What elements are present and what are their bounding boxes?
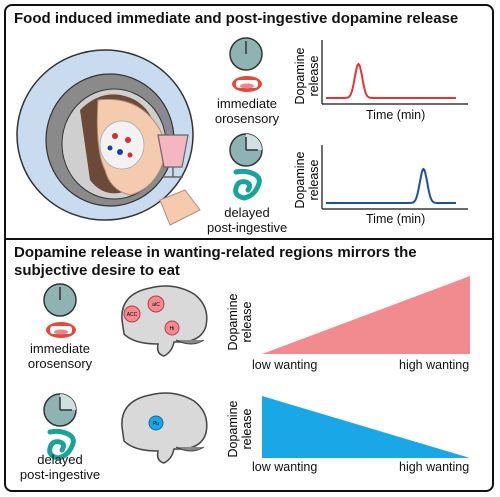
pu-label: Pu xyxy=(153,421,159,427)
clock-icon-immediate-bottom xyxy=(43,283,77,317)
orosensory-text: orosensory xyxy=(27,356,93,371)
figure-frame xyxy=(4,4,494,492)
acc-region xyxy=(147,295,165,313)
y-label-line2: release xyxy=(240,408,254,450)
drink-glass-icon xyxy=(157,100,189,178)
delayed-text: delayed xyxy=(224,205,270,220)
y-label-chart3: Dopamine release xyxy=(226,282,254,362)
immediate-label-top: immediate orosensory xyxy=(207,96,287,126)
y-label-chart2: Dopamine release xyxy=(293,145,321,215)
delayed-release-curve xyxy=(326,167,456,204)
orosensory-text: orosensory xyxy=(214,111,280,126)
chart-immediate xyxy=(321,40,468,105)
y-label-line1: Dopamine xyxy=(293,47,307,105)
immediate-release-curve xyxy=(326,62,456,99)
y-label-line1: Dopamine xyxy=(226,293,240,351)
clock-icon-delayed-bottom xyxy=(43,393,77,427)
mouth-icon-bottom xyxy=(46,322,76,338)
bottom-panel-title-line1: Dopamine release in wanting-related regi… xyxy=(14,244,417,261)
y-label-chart4: Dopamine release xyxy=(226,389,254,469)
decreasing-wanting-area xyxy=(262,396,470,458)
increasing-wanting-area xyxy=(262,276,470,354)
x-low-label-chart3: low wanting xyxy=(252,358,318,372)
top-panel-title: Food induced immediate and post-ingestiv… xyxy=(14,10,459,27)
chart-delayed xyxy=(321,145,468,210)
post-ingestive-text: post-ingestive xyxy=(19,467,101,482)
chart-decreasing xyxy=(262,396,470,458)
x-label-chart1: Time (min) xyxy=(366,108,426,122)
x-high-label-chart4: high wanting xyxy=(399,460,470,474)
delayed-label-bottom: delayed post-ingestive xyxy=(14,452,106,482)
post-ingestive-text: post-ingestive xyxy=(207,220,288,235)
hi-region xyxy=(164,320,180,336)
mri-scanner-illustration xyxy=(16,49,201,226)
hi-label: Hi xyxy=(170,326,175,332)
immediate-text: immediate xyxy=(30,341,90,356)
acc-label: ACC xyxy=(127,312,138,318)
clock-icon-immediate xyxy=(229,37,263,71)
x-high-label-chart3: high wanting xyxy=(399,358,470,372)
bottom-panel-title-line2: subjective desire to eat xyxy=(14,262,180,279)
gut-icon xyxy=(233,168,262,201)
aic-region xyxy=(123,305,141,323)
x-label-chart2: Time (min) xyxy=(366,212,426,226)
brain-icon-immediate: aIC ACC Hi xyxy=(121,285,208,357)
brain-icon-delayed: Pu xyxy=(121,392,208,464)
x-low-label-chart4: low wanting xyxy=(252,460,318,474)
chart-increasing xyxy=(262,276,470,354)
y-label-chart1: Dopamine release xyxy=(293,41,321,111)
y-label-line1: Dopamine xyxy=(226,400,240,458)
delayed-label-top: delayed post-ingestive xyxy=(207,205,287,235)
pu-region xyxy=(148,415,164,431)
immediate-label-bottom: immediate orosensory xyxy=(20,341,100,371)
y-label-line2: release xyxy=(240,301,254,343)
clock-icon-delayed xyxy=(229,133,263,167)
mouth-icon xyxy=(232,76,262,92)
gut-icon-bottom xyxy=(47,428,76,461)
immediate-text: immediate xyxy=(217,96,277,111)
delayed-text: delayed xyxy=(37,452,83,467)
y-label-line2: release xyxy=(307,55,321,97)
aic-label: aIC xyxy=(152,302,160,308)
panel-divider xyxy=(4,238,494,240)
y-label-line2: release xyxy=(307,159,321,201)
y-label-line1: Dopamine xyxy=(293,151,307,209)
